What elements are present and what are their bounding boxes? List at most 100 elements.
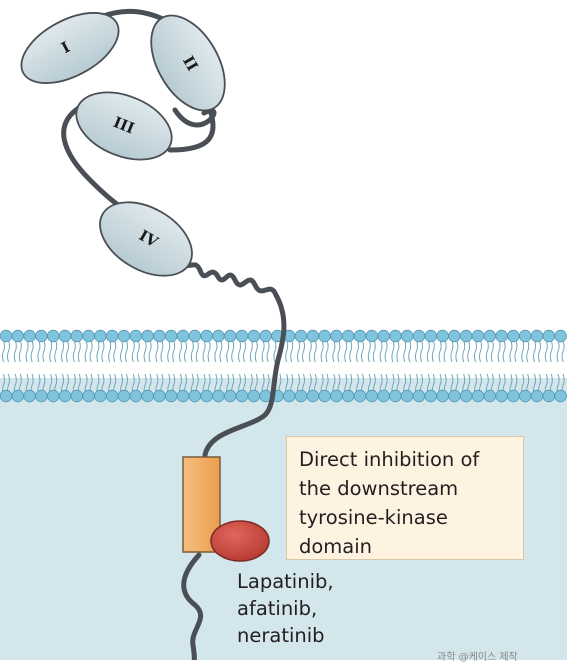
lipid-head (342, 389, 355, 403)
lipid-head (23, 389, 36, 403)
lipid-head (47, 389, 60, 403)
lipid-head (176, 389, 190, 403)
lipid-head (58, 389, 72, 403)
lipid-head (318, 389, 331, 403)
lipid-head (460, 329, 473, 343)
lipid-head (507, 389, 520, 403)
lipid-head (223, 389, 237, 403)
lipid-head (105, 329, 119, 343)
lipid-head (530, 389, 544, 403)
lipid-head (188, 329, 202, 343)
lipid-head (235, 389, 249, 403)
lipid-head (483, 389, 497, 403)
lipid-head (424, 389, 438, 403)
lipid-head (554, 329, 567, 343)
lipid-head (58, 329, 72, 343)
lipid-head (23, 329, 36, 343)
lipid-head (330, 389, 343, 403)
lipid-head (436, 329, 449, 343)
lipid-head (176, 329, 190, 343)
lipid-head (471, 329, 485, 343)
domain-III: III (75, 91, 173, 161)
lipid-head (377, 389, 390, 403)
lipid-head (235, 329, 249, 343)
lipid-head (247, 329, 261, 343)
lipid-head (294, 329, 308, 343)
lipid-head (259, 329, 272, 343)
lipid-head (306, 329, 320, 343)
lipid-head (519, 389, 532, 403)
lipid-head (389, 389, 402, 403)
lipid-head (0, 329, 13, 343)
lipid-head (448, 329, 461, 343)
lipid-head (35, 329, 48, 343)
lipid-head (212, 389, 225, 403)
callout-line-3: tyrosine-kinase (299, 506, 448, 529)
lipid-head (70, 389, 84, 403)
lipid-head (117, 389, 131, 403)
lipid-head (141, 389, 154, 403)
lipid-head (212, 329, 225, 343)
drug-names: Lapatinib, afatinib, neratinib (237, 568, 334, 649)
lipid-head (129, 329, 143, 343)
lipid-head (330, 329, 343, 343)
lipid-head (306, 389, 320, 403)
lipid-head (223, 329, 237, 343)
lipid-head (188, 389, 202, 403)
lipid-head (105, 389, 119, 403)
lipid-head (542, 329, 556, 343)
callout-line-2: the downstream (299, 477, 459, 500)
lipid-head (471, 389, 485, 403)
lipid-head (365, 329, 379, 343)
lipid-head (141, 329, 154, 343)
lipid-head (353, 389, 367, 403)
lipid-head (507, 329, 520, 343)
lipid-head (495, 389, 508, 403)
lipid-head (82, 389, 95, 403)
lipid-head (247, 389, 261, 403)
lipid-head (401, 329, 414, 343)
cell-membrane (0, 329, 567, 403)
lipid-head (11, 389, 24, 403)
lipid-head (412, 329, 426, 343)
lipid-head (365, 389, 379, 403)
callout-line-1: Direct inhibition of (299, 448, 480, 471)
domain-IV: IV (99, 201, 193, 277)
lipid-head (460, 389, 473, 403)
lipid-head (94, 329, 107, 343)
lipid-head (11, 329, 24, 343)
lipid-head (542, 389, 556, 403)
lipid-head (200, 329, 213, 343)
receptor-chain (61, 8, 287, 458)
lipid-head (377, 329, 390, 343)
domain-II: II (150, 14, 226, 112)
drug-name-2: afatinib, (237, 597, 318, 620)
lipid-head (117, 329, 131, 343)
lipid-head (164, 389, 178, 403)
inhibition-callout: Direct inhibition of the downstream tyro… (286, 436, 524, 560)
lipid-head (94, 389, 107, 403)
drug-inhibitor (210, 520, 270, 562)
lipid-head (401, 389, 414, 403)
lipid-head (389, 329, 402, 343)
lipid-head (342, 329, 355, 343)
domain-I: I (20, 12, 120, 84)
lipid-head (483, 329, 497, 343)
lipid-head (200, 389, 213, 403)
lipid-head (554, 389, 567, 403)
credit-text: 과학 @케이스 제작 (437, 652, 518, 663)
lipid-head (519, 329, 532, 343)
lipid-head (495, 329, 508, 343)
lipid-head (82, 329, 95, 343)
lipid-head (294, 389, 308, 403)
drug-name-3: neratinib (237, 624, 325, 647)
callout-line-4: domain (299, 535, 373, 558)
lipid-head (353, 329, 367, 343)
drug-name-1: Lapatinib, (237, 570, 334, 593)
lipid-head (164, 329, 178, 343)
lipid-head (424, 329, 438, 343)
lipid-head (318, 329, 331, 343)
lipid-head (153, 329, 166, 343)
